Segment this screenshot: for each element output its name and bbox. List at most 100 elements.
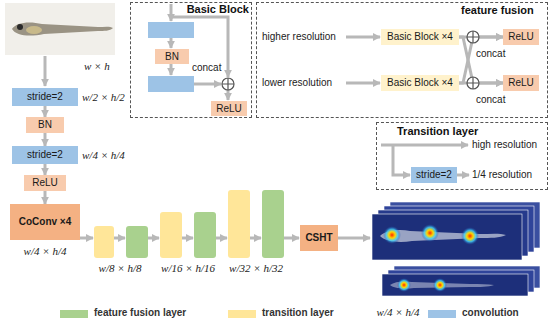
conv-block	[148, 76, 194, 92]
op-box: ReLU	[503, 29, 539, 45]
box-text: BN	[38, 119, 52, 131]
group-title: Basic Block	[187, 3, 249, 15]
conv-box: stride=2	[12, 146, 78, 164]
box-text: stride=2	[27, 91, 63, 103]
text-label: 1/4 resolution	[472, 169, 532, 181]
heat-blob	[461, 227, 479, 245]
flow-arrow	[346, 82, 380, 85]
op-box: ReLU	[24, 175, 66, 191]
dimension-label: w/4 × h/4	[24, 245, 67, 257]
flow-arrow	[346, 36, 380, 39]
text-label: higher resolution	[262, 31, 336, 43]
flow-arrow	[80, 237, 93, 240]
legend-text: transition layer	[262, 307, 334, 319]
legend-swatch	[60, 310, 88, 318]
heat-blob	[433, 278, 447, 292]
dimension-label: w × h	[84, 60, 110, 72]
dimension-label: w/16 × h/16	[161, 262, 215, 274]
fish-photo	[5, 3, 115, 55]
dimension-label: w/2 × h/2	[82, 91, 125, 103]
dimension-label: w/4 × h/4	[82, 149, 125, 161]
heat-blob	[397, 278, 411, 292]
flow-connector	[44, 133, 47, 146]
box-text: Basic Block ×4	[387, 77, 453, 89]
text-label: concat	[476, 48, 505, 60]
sum-symbol	[222, 78, 234, 90]
flow-arrow	[114, 237, 125, 240]
dashed-group: Basic BlockBN ReLU	[130, 2, 252, 118]
flow-arrow	[148, 237, 159, 240]
flow-arrow	[227, 90, 230, 100]
box-text: stride=2	[27, 149, 63, 161]
group-title: feature fusion	[461, 4, 534, 16]
text-label: lower resolution	[262, 77, 332, 89]
text-label: concat	[476, 94, 505, 106]
flow-arrow	[393, 145, 410, 175]
flow-arrow	[170, 64, 173, 75]
flow-arrow	[170, 38, 173, 48]
legend-swatch	[428, 310, 456, 318]
box-text: CoConv ×4	[19, 216, 72, 228]
photo-ground	[5, 3, 115, 55]
conv-block	[148, 22, 194, 38]
box-text: stride=2	[416, 169, 452, 181]
legend-text: convolution	[462, 307, 519, 319]
module-box: CSHT	[300, 225, 338, 251]
sum-symbol	[467, 77, 479, 89]
flow-connector	[44, 164, 47, 175]
flow-arrow	[216, 237, 227, 240]
flow-connector	[459, 37, 503, 83]
fusion-bar	[126, 226, 148, 258]
group-title: Transition layer	[397, 125, 478, 137]
fish-body	[12, 22, 113, 35]
block-box: Basic Block ×4	[381, 75, 459, 91]
box-text: Basic Block ×4	[387, 31, 453, 43]
text-label: concat	[192, 62, 221, 74]
sum-symbol	[222, 78, 234, 90]
text-label: high resolution	[472, 139, 537, 151]
flow-connector	[44, 191, 47, 204]
sum-symbol	[467, 77, 479, 89]
heat-blob	[383, 226, 401, 244]
flow-arrow	[457, 174, 469, 177]
conv-box: stride=2	[12, 88, 78, 106]
flow-connector	[459, 37, 503, 83]
transition-bar	[228, 190, 250, 258]
dimension-label: w/32 × h/32	[229, 262, 283, 274]
box-text: CSHT	[305, 232, 332, 244]
block-box: Basic Block ×4	[381, 29, 459, 45]
op-box: ReLU	[211, 101, 247, 116]
heat-blob	[421, 224, 439, 242]
dimension-label: w/8 × h/8	[99, 262, 142, 274]
module-box: CoConv ×4	[10, 204, 80, 240]
flow-arrow	[194, 83, 221, 86]
transition-bar	[94, 226, 114, 258]
flow-arrow	[284, 237, 299, 240]
heatmap-layer	[382, 274, 528, 296]
box-text: ReLU	[508, 31, 534, 43]
fusion-bar	[194, 212, 216, 258]
heatmap-layer	[372, 214, 522, 260]
flow-arrow	[182, 237, 193, 240]
box-text: ReLU	[508, 77, 534, 89]
flow-arrow	[44, 56, 47, 86]
fusion-bar	[262, 190, 284, 258]
op-box: ReLU	[503, 75, 539, 91]
fish-yolk	[26, 26, 42, 34]
conv-box: stride=2	[411, 167, 457, 183]
box-text: ReLU	[216, 103, 242, 115]
flow-arrow	[250, 237, 261, 240]
box-text: BN	[165, 51, 179, 63]
heatmap-stack	[372, 202, 540, 296]
flow-connector	[459, 82, 503, 85]
legend-text: feature fusion layer	[94, 307, 186, 319]
sum-symbol	[467, 31, 479, 43]
transition-bar	[160, 212, 182, 258]
dimension-label: w/4 × h/4	[377, 306, 420, 318]
sum-symbol	[467, 31, 479, 43]
flow-connector	[44, 106, 47, 117]
op-box: BN	[26, 117, 64, 133]
box-text: ReLU	[32, 177, 58, 189]
fish-eye	[17, 24, 23, 30]
